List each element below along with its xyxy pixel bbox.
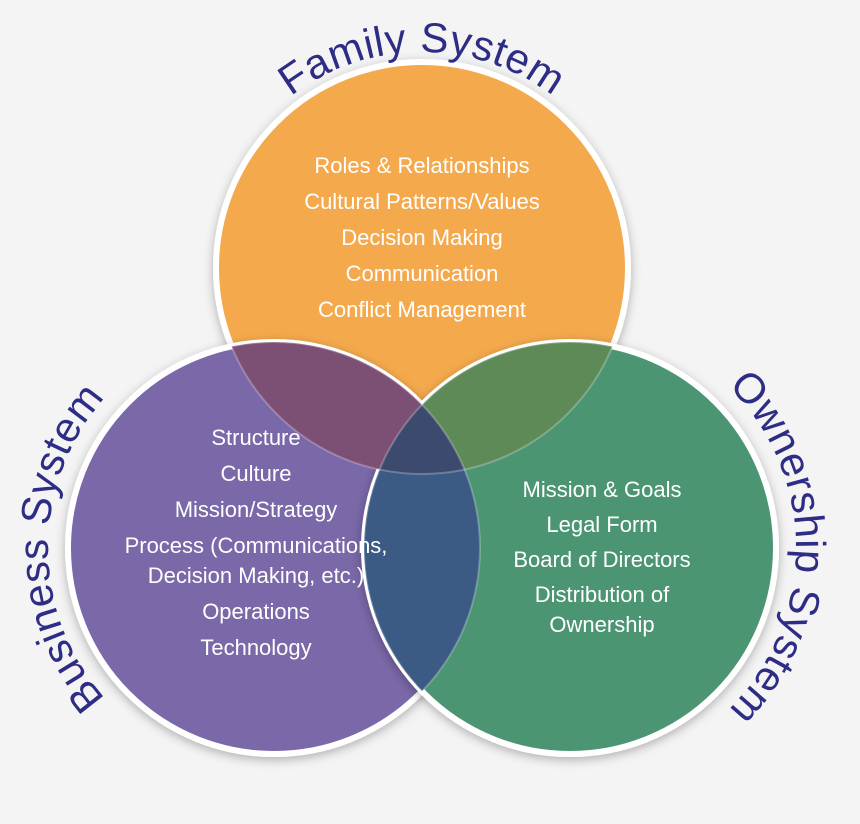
family-item: Cultural Patterns/Values (304, 189, 540, 214)
business-item: Process (Communications, Decision Making… (124, 533, 388, 588)
business-item: Operations (202, 599, 310, 624)
family-item: Conflict Management (318, 297, 526, 322)
ownership-items-list: Mission & Goals Legal Form Board of Dire… (432, 472, 772, 643)
family-item: Decision Making (341, 225, 503, 250)
family-items-list: Roles & Relationships Cultural Patterns/… (222, 148, 622, 328)
ownership-item: Board of Directors (513, 547, 691, 572)
family-item: Roles & Relationships (314, 153, 530, 178)
business-item: Structure (211, 425, 301, 450)
family-ownership-overlap (364, 342, 628, 474)
business-item: Culture (220, 461, 292, 486)
ownership-item: Legal Form (546, 512, 658, 537)
business-items-list: Structure Culture Mission/Strategy Proce… (56, 420, 456, 666)
business-item: Mission/Strategy (174, 497, 338, 522)
ownership-item: Mission & Goals (522, 477, 682, 502)
family-business-overlap (216, 342, 480, 474)
family-item: Communication (345, 261, 499, 286)
business-item: Technology (200, 635, 312, 660)
ownership-item: Distribution of Ownership (534, 582, 670, 637)
